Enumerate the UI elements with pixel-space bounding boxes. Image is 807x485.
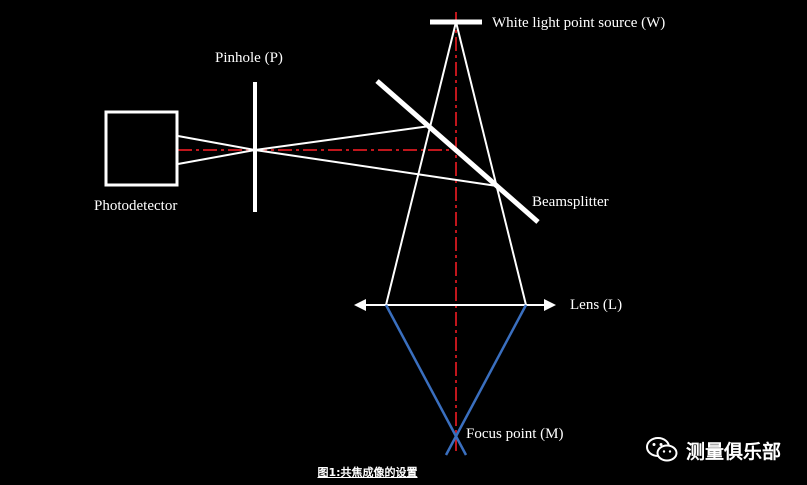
detector-ray-upper (177, 135, 256, 151)
watermark-text: 测量俱乐部 (686, 440, 782, 463)
reflected-ray-upper (254, 125, 431, 151)
photodetector-label: Photodetector (94, 198, 177, 214)
reflected-ray-lower (254, 149, 498, 187)
beamsplitter-plate (375, 79, 540, 224)
watermark: 测量俱乐部 (646, 436, 781, 464)
beamsplitter-label: Beamsplitter (532, 194, 609, 210)
focus-ray-right (444, 304, 528, 456)
lens-arrow-right (544, 299, 556, 311)
focus-label: Focus point (M) (466, 426, 564, 442)
focus-ray-left (384, 304, 468, 456)
source-ray-right (455, 21, 527, 306)
lens-arrow-left (354, 299, 366, 311)
source-ray-left (385, 21, 457, 306)
source-label: White light point source (W) (492, 15, 665, 31)
pinhole-label: Pinhole (P) (215, 50, 283, 66)
figure-caption: 图1:共焦成像的设置 (317, 466, 418, 479)
lens-label: Lens (L) (570, 297, 622, 313)
detector-ray-lower (177, 149, 256, 165)
photodetector-box (104, 110, 179, 187)
wechat-icon (646, 437, 678, 462)
